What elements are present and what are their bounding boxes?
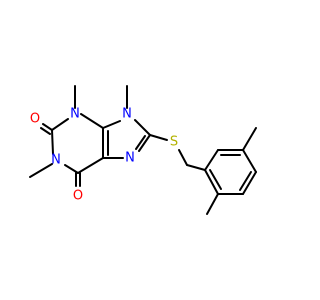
atom-label-o-bottom: O <box>73 189 83 204</box>
bond-b4-b5-inner <box>239 171 252 191</box>
atom-label-n9: N <box>122 107 132 122</box>
bond-c6-n1 <box>64 164 79 174</box>
bond-s-ch2 <box>178 149 188 166</box>
atom-label-n3: N <box>70 107 80 122</box>
bond-n1-methyl <box>29 163 53 178</box>
atom-label-s: S <box>170 135 178 150</box>
bond-ch2-ring <box>186 164 206 171</box>
atom-label-o-top: O <box>30 112 40 127</box>
bond-b6-b1-inner <box>209 169 222 190</box>
bond-c8-s <box>149 134 168 141</box>
bond-b6-b1 <box>204 169 219 195</box>
atom-label-n7: N <box>125 151 135 166</box>
bond-layer <box>29 85 257 215</box>
bond-b4-b5 <box>242 171 257 195</box>
bond-c8-n7 <box>138 134 151 152</box>
bond-n9-c8 <box>134 119 151 136</box>
bond-b1-b2 <box>204 149 219 171</box>
bond-c5-c6 <box>77 157 104 174</box>
bond-b6-methyl <box>206 193 219 215</box>
bond-b3-b4 <box>242 149 257 173</box>
bond-c8-n7-inner <box>135 135 146 150</box>
atom-label-n1: N <box>51 153 61 168</box>
bond-n1-c2 <box>51 129 54 155</box>
atom-label-layer: O O N N N N S <box>30 107 178 204</box>
bond-c4-n9 <box>102 120 121 129</box>
bond-c2-o-a <box>42 123 53 131</box>
bond-n3-c4 <box>80 113 104 129</box>
bond-c2-o-b <box>40 127 51 135</box>
bond-c2-n3 <box>51 118 69 131</box>
molecule-diagram: O O N N N N S <box>29 85 257 215</box>
bond-b3-methyl <box>242 127 257 151</box>
